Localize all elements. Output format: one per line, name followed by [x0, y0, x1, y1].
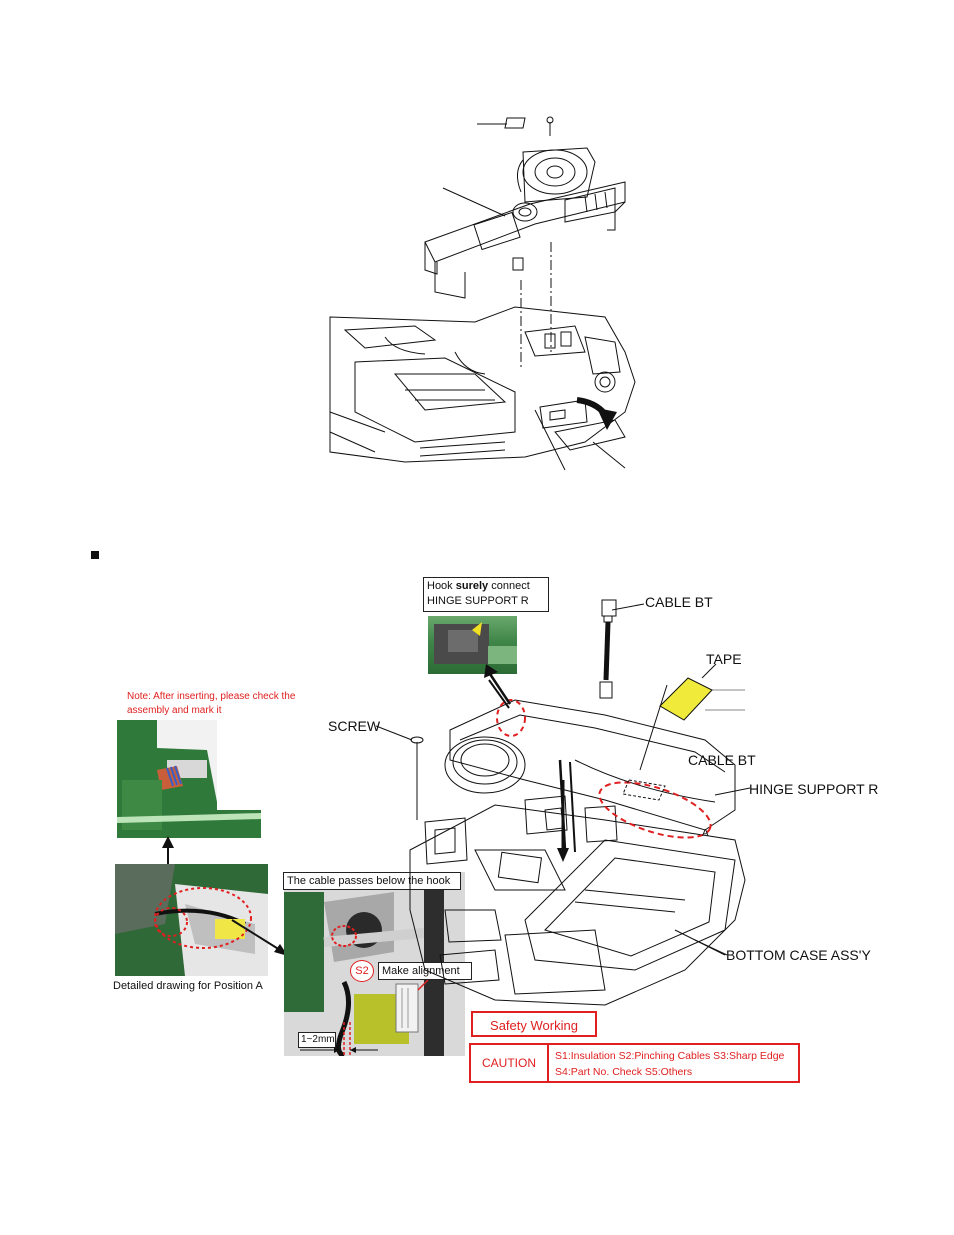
cable-passes-label: The cable passes below the hook: [283, 872, 461, 890]
screw-label: SCREW: [328, 718, 381, 734]
safety-working-box: Safety Working: [471, 1011, 597, 1037]
cable-bt-label-mid: CABLE BT: [688, 752, 756, 768]
caution-items: S1:Insulation S2:Pinching Cables S3:Shar…: [555, 1050, 785, 1078]
tape-leader: [701, 663, 717, 679]
cable-bt-part: [599, 599, 617, 699]
detail-caption: Detailed drawing for Position A: [113, 980, 263, 992]
dimension-label: 1~2mm: [298, 1032, 336, 1048]
bottom-case-label: BOTTOM CASE ASS'Y: [726, 947, 871, 963]
cable-bt-label-top: CABLE BT: [645, 594, 713, 610]
hinge-support-label: HINGE SUPPORT R: [749, 781, 879, 797]
cable-bt-leader: [612, 603, 645, 611]
hook-arrow: [484, 664, 512, 705]
dimension-arrow: [300, 1047, 378, 1053]
position-a-label: A: [702, 828, 709, 839]
hook-callout-box: Hook surely connect HINGE SUPPORT R: [423, 577, 549, 612]
top-assembly-drawing: [329, 116, 636, 471]
screw-leader: [376, 725, 413, 741]
s2-badge: S2: [350, 960, 374, 982]
section-bullet: [91, 551, 99, 559]
caution-label: CAUTION: [471, 1045, 549, 1081]
bottom-case-drawing: [409, 679, 751, 1006]
caution-box: CAUTION S1:Insulation S2:Pinching Cables…: [469, 1043, 800, 1083]
connector-photo: [117, 720, 261, 838]
hook-photo: [428, 616, 517, 674]
make-alignment-label: Make alignment: [378, 962, 472, 980]
position-a-photo: [115, 864, 268, 976]
right-arrow: [231, 919, 288, 956]
tape-label: TAPE: [706, 651, 742, 667]
tape-part: [659, 677, 713, 721]
note-text: Note: After inserting, please check the …: [127, 691, 296, 716]
